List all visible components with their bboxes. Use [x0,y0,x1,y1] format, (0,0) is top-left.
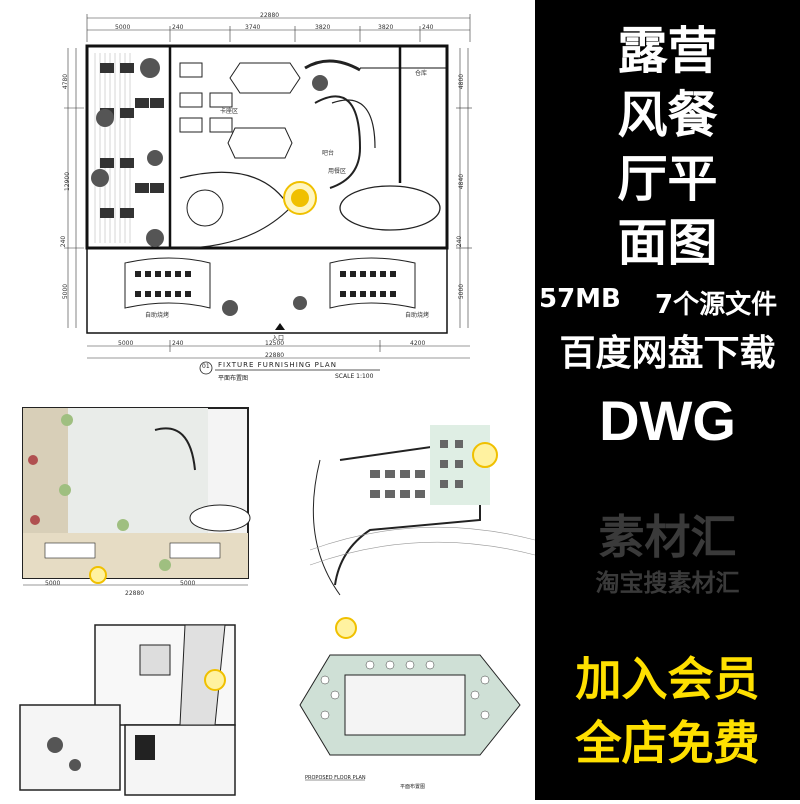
plan2-dim-total: 22880 [125,590,145,597]
top-dim-6: 240 [422,24,434,31]
member-line-2: 全店免费 [575,716,760,770]
promo-title-line-4: 面图 [617,214,718,272]
colored-plan-drawing [22,407,251,586]
right-dim-4: 5000 [458,283,466,300]
plan-curved-layout [280,400,536,600]
file-format: DWG [599,389,736,452]
right-dim-3: 240 [456,235,464,248]
room-label-dining: 用餐区 [328,168,347,175]
room-label-entrance: 入口 [272,335,285,342]
right-dim-1: 4800 [458,73,466,90]
room-label-booth: 卡座区 [220,108,239,115]
file-size: 57MB [539,284,621,314]
left-dim-4: 5000 [62,283,70,300]
download-source: 百度网盘下载 [559,333,776,374]
bottom-dim-3: 12500 [265,340,285,347]
room-label-bbq-left: 自助烧烤 [145,312,170,319]
proposed-floor-drawing [299,617,521,781]
top-dim-3: 3740 [245,24,261,31]
plan-subtitle: 平面布置图 [218,375,249,382]
promo-title-line-1: 露营 [617,22,718,80]
plan-bottom-left [5,605,270,800]
left-dim-3: 240 [60,235,68,248]
bottom-dim-4: 4200 [410,340,426,347]
member-line-1: 加入会员 [575,652,760,706]
bottom-dim-2: 240 [172,340,184,347]
bottom-dim-1: 5000 [118,340,134,347]
plan-number: 01 [202,363,210,370]
plan-scale: SCALE 1:100 [335,373,374,380]
top-dim-4: 3820 [315,24,331,31]
room-label-storage: 仓库 [415,70,428,77]
file-count: 7个源文件 [655,290,778,320]
top-dim-1: 5000 [115,24,131,31]
proposed-plan-subtitle: 平面布置图 [400,784,426,790]
overall-dimension: 22880 [260,12,280,19]
left-dim-2: 12900 [64,171,72,192]
floor-plan-drawing [64,14,472,375]
proposed-plan-title: PROPOSED FLOOR PLAN [305,775,366,781]
curved-plan-drawing [309,425,536,596]
plan2-dim-2: 5000 [180,580,196,587]
top-dim-2: 240 [172,24,184,31]
left-dim-1: 4780 [62,73,70,90]
promo-title-line-3: 厅平 [617,150,718,208]
right-dim-2: 4840 [458,173,466,190]
bottom-left-plan-drawing [19,624,236,796]
plan-fixture-furnishing: 22880 5000 240 3740 3820 3820 240 5000 2… [60,8,535,388]
promo-panel: 露营 风餐 厅平 面图 57MB 7个源文件 百度网盘下载 DWG 素材汇 淘宝… [535,0,800,800]
watermark-sub: 淘宝搜素材汇 [595,569,740,597]
room-label-bbq-right: 自助烧烤 [405,312,430,319]
plan2-dim-1: 5000 [45,580,61,587]
plan-colored-layout: 5000 5000 22880 [5,400,270,600]
plan-title: FIXTURE FURNISHING PLAN [218,361,337,369]
plan-proposed-floor: PROPOSED FLOOR PLAN 平面布置图 [280,605,535,800]
watermark-main: 素材汇 [598,510,737,564]
top-dim-5: 3820 [378,24,394,31]
bottom-total-dim: 22880 [265,352,285,359]
promo-title-line-2: 风餐 [617,86,718,144]
room-label-bar: 吧台 [322,150,335,157]
